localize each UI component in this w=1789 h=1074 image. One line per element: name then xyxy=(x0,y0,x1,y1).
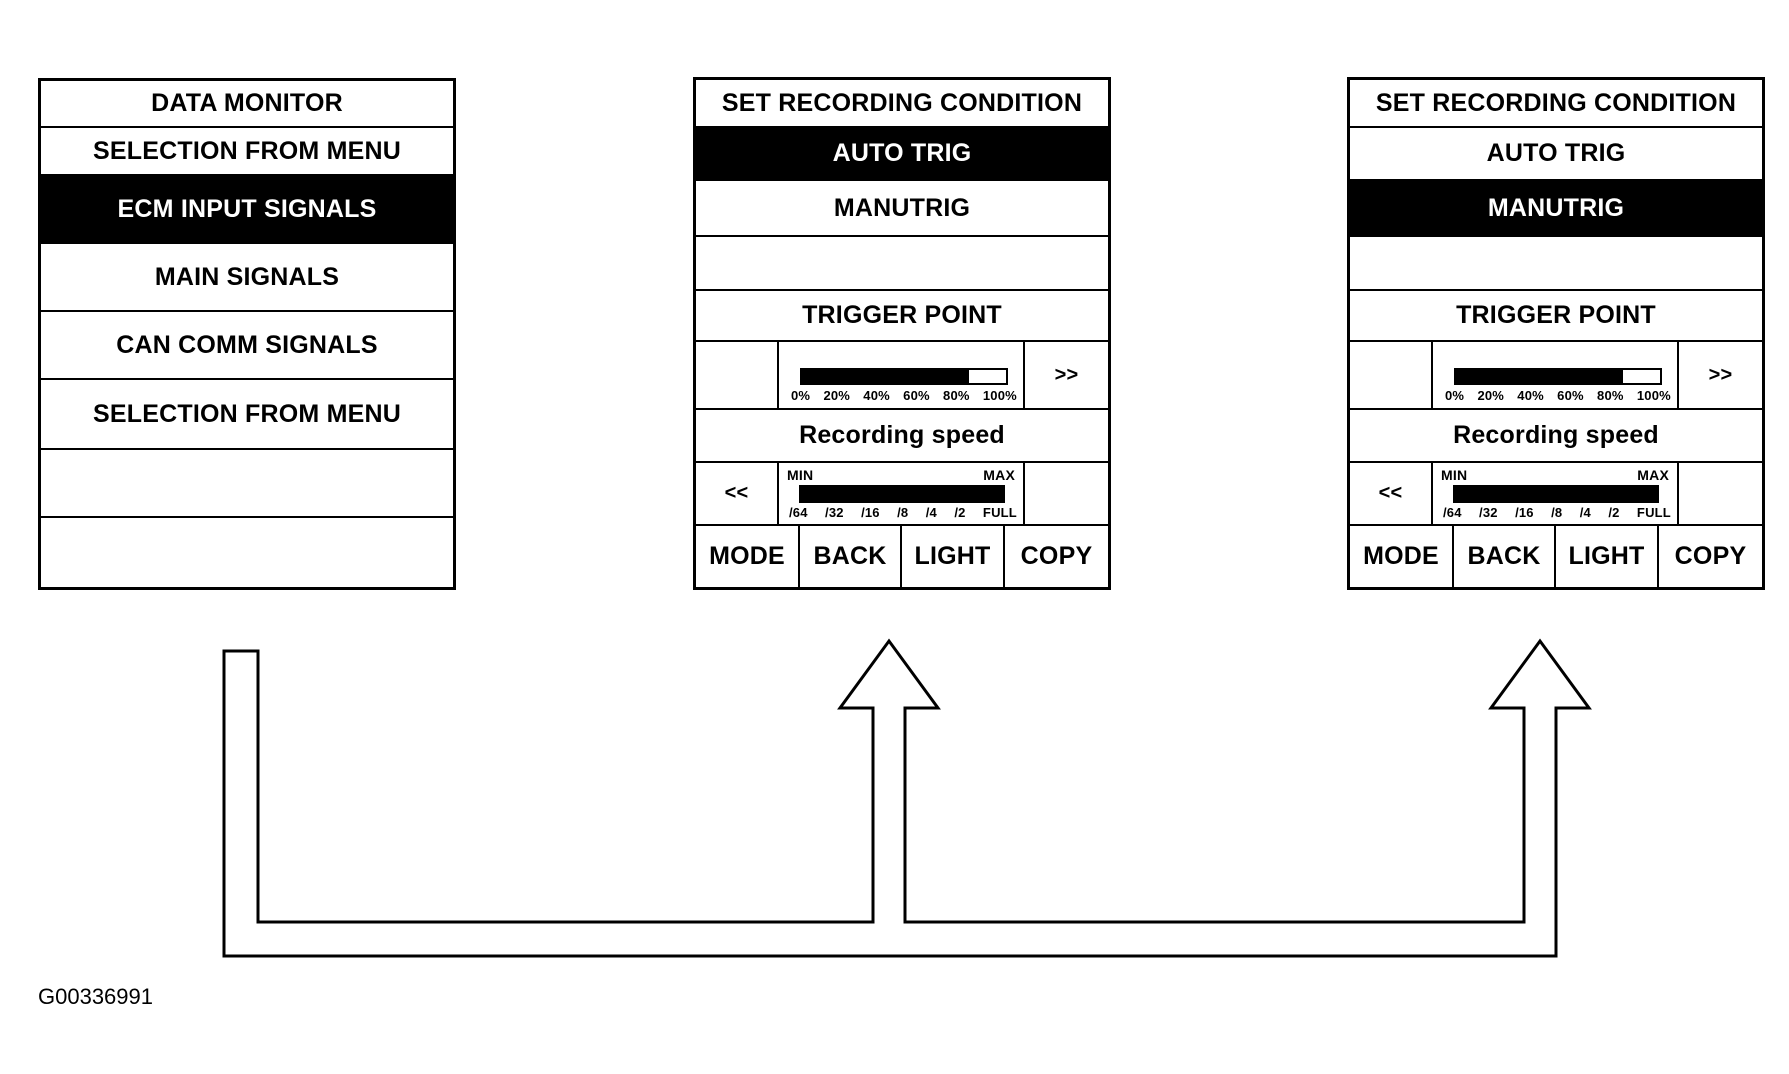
menu-item-can-comm-signals[interactable]: CAN COMM SIGNALS xyxy=(41,312,453,380)
button-bar: MODE BACK LIGHT COPY xyxy=(696,526,1108,587)
light-button[interactable]: LIGHT xyxy=(902,526,1005,587)
recording-speed-bar xyxy=(1453,485,1659,503)
speed-tick-label: /32 xyxy=(1479,505,1498,520)
empty-cell xyxy=(696,342,779,408)
recording-speed-ticks: /64/32/16/8/4/2 FULL xyxy=(789,505,1017,520)
trigger-tick-label: 80% xyxy=(1597,388,1624,403)
copy-button[interactable]: COPY xyxy=(1674,542,1747,570)
speed-max-label: MAX xyxy=(1637,467,1669,483)
auto-trig-option[interactable]: AUTO TRIG xyxy=(1350,128,1762,181)
copy-button[interactable]: COPY xyxy=(1020,542,1093,570)
trigger-tick-label: 100% xyxy=(982,388,1017,403)
trigger-point-gauge[interactable]: 0% 20% 40% 60% 80% 100% xyxy=(1433,342,1679,408)
trigger-point-bar xyxy=(1454,368,1662,385)
light-button[interactable]: LIGHT xyxy=(1556,526,1659,587)
trigger-point-gauge[interactable]: 0% 20% 40% 60% 80% 100% xyxy=(779,342,1025,408)
mode-button[interactable]: MODE xyxy=(1350,526,1454,587)
recording-speed-label: Recording speed xyxy=(1350,410,1762,463)
manu-trig-option[interactable]: MANUTRIG xyxy=(696,181,1108,237)
trigger-tick-label: 0% xyxy=(791,388,811,403)
empty-row xyxy=(696,237,1108,291)
back-nav-button[interactable]: << xyxy=(1350,463,1433,524)
set-recording-condition-screen: SET RECORDING CONDITION AUTO TRIG MANUTR… xyxy=(1347,77,1765,590)
speed-tick-label: FULL xyxy=(982,505,1017,520)
trigger-point-bar-fill xyxy=(1456,370,1624,383)
recording-speed-row: << MIN MAX /64/32/16/8/4/2 FULL xyxy=(1350,463,1762,526)
speed-tick-label: /8 xyxy=(897,505,909,520)
data-monitor-screen: DATA MONITOR SELECTION FROM MENU ECM INP… xyxy=(38,78,456,590)
screen-title: SET RECORDING CONDITION xyxy=(696,80,1108,128)
trigger-point-ticks: 0% 20% 40% 60% 80% 100% xyxy=(791,388,1017,403)
speed-min-label: MIN xyxy=(1441,467,1468,483)
speed-tick-label: /32 xyxy=(825,505,844,520)
trigger-tick-label: 40% xyxy=(1517,388,1544,403)
trigger-point-label: TRIGGER POINT xyxy=(1350,291,1762,342)
trigger-point-ticks: 0% 20% 40% 60% 80% 100% xyxy=(1445,388,1671,403)
menu-item-selection-from-menu[interactable]: SELECTION FROM MENU xyxy=(41,380,453,450)
empty-cell xyxy=(1350,342,1433,408)
trigger-tick-label: 60% xyxy=(903,388,930,403)
recording-speed-bar xyxy=(799,485,1005,503)
button-bar: MODE BACK LIGHT COPY xyxy=(1350,526,1762,587)
trigger-tick-label: 20% xyxy=(823,388,851,403)
mode-button[interactable]: MODE xyxy=(696,526,800,587)
trigger-point-row: 0% 20% 40% 60% 80% 100% >> xyxy=(696,342,1108,410)
forward-button[interactable]: >> xyxy=(1708,363,1733,386)
trigger-point-bar xyxy=(800,368,1008,385)
data-monitor-title: DATA MONITOR xyxy=(41,81,453,128)
speed-max-label: MAX xyxy=(983,467,1015,483)
trigger-tick-label: 80% xyxy=(943,388,970,403)
recording-speed-gauge[interactable]: MIN MAX /64/32/16/8/4/2 FULL xyxy=(779,463,1025,524)
speed-tick-label: /4 xyxy=(1579,505,1591,520)
screen-title: SET RECORDING CONDITION xyxy=(1350,80,1762,128)
forward-button[interactable]: >> xyxy=(1054,363,1079,386)
flow-arrow-outline xyxy=(222,638,1592,958)
menu-item-empty[interactable] xyxy=(41,450,453,518)
speed-tick-label: /2 xyxy=(954,505,966,520)
speed-tick-label: /16 xyxy=(861,505,880,520)
trigger-tick-label: 60% xyxy=(1557,388,1584,403)
back-nav-button[interactable]: << xyxy=(696,463,779,524)
set-recording-condition-screen: SET RECORDING CONDITION AUTO TRIG MANUTR… xyxy=(693,77,1111,590)
speed-min-label: MIN xyxy=(787,467,814,483)
recording-speed-label: Recording speed xyxy=(696,410,1108,463)
trigger-tick-label: 20% xyxy=(1477,388,1505,403)
recording-speed-bar-fill xyxy=(801,487,1003,501)
trigger-tick-label: 100% xyxy=(1636,388,1671,403)
recording-speed-bar-fill xyxy=(1455,487,1657,501)
recording-speed-ticks: /64/32/16/8/4/2 FULL xyxy=(1443,505,1671,520)
recording-speed-gauge[interactable]: MIN MAX /64/32/16/8/4/2 FULL xyxy=(1433,463,1679,524)
auto-trig-option[interactable]: AUTO TRIG xyxy=(696,128,1108,181)
selection-from-menu-header: SELECTION FROM MENU xyxy=(41,128,453,176)
speed-tick-label: /8 xyxy=(1551,505,1563,520)
empty-row xyxy=(1350,237,1762,291)
menu-item-main-signals[interactable]: MAIN SIGNALS xyxy=(41,244,453,312)
trigger-point-row: 0% 20% 40% 60% 80% 100% >> xyxy=(1350,342,1762,410)
speed-tick-label: /2 xyxy=(1608,505,1620,520)
recording-speed-row: << MIN MAX /64/32/16/8/4/2 FULL xyxy=(696,463,1108,526)
speed-tick-label: FULL xyxy=(1636,505,1671,520)
speed-tick-label: /64 xyxy=(789,505,808,520)
speed-tick-label: /16 xyxy=(1515,505,1534,520)
figure-id: G00336991 xyxy=(38,984,153,1009)
speed-tick-label: /64 xyxy=(1443,505,1462,520)
trigger-point-label: TRIGGER POINT xyxy=(696,291,1108,342)
back-button[interactable]: BACK xyxy=(800,526,902,587)
trigger-tick-label: 0% xyxy=(1445,388,1465,403)
back-button[interactable]: BACK xyxy=(1454,526,1556,587)
trigger-tick-label: 40% xyxy=(863,388,890,403)
manu-trig-option[interactable]: MANUTRIG xyxy=(1350,181,1762,237)
speed-tick-label: /4 xyxy=(925,505,937,520)
menu-item-ecm-input-signals[interactable]: ECM INPUT SIGNALS xyxy=(41,176,453,244)
trigger-point-bar-fill xyxy=(802,370,970,383)
